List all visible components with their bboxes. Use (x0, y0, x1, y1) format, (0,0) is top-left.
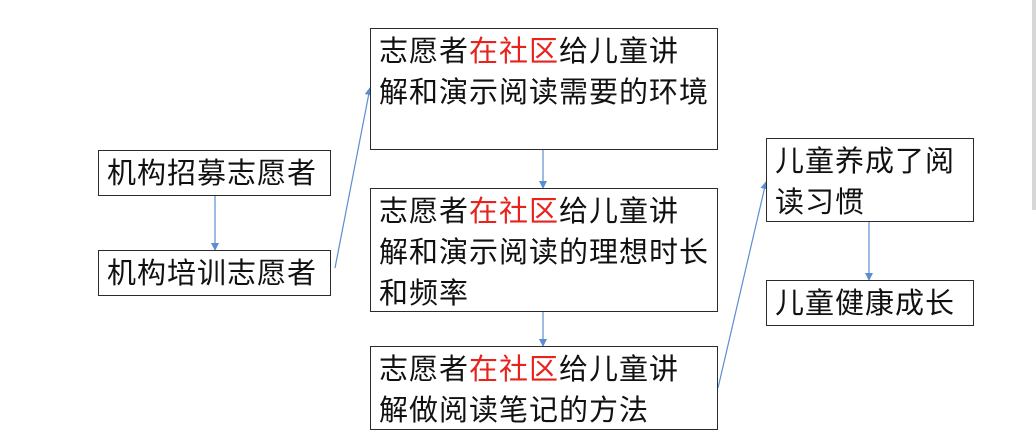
right-edge-divider (1032, 0, 1036, 210)
node-explain-duration-frequency: 志愿者在社区给儿童讲解和演示阅读的理想时长和频率 (370, 188, 718, 312)
node-recruit-volunteers: 机构招募志愿者 (98, 150, 331, 196)
node-time-label-highlight: 在社区 (469, 194, 560, 228)
node-env-label-pre: 志愿者 (379, 34, 470, 68)
node-reading-habit: 儿童养成了阅读习惯 (766, 138, 974, 222)
node-notes-label-pre: 志愿者 (379, 352, 470, 386)
node-time-label-post: 给儿童讲解和演示阅读的理想时长和频率 (379, 194, 710, 310)
node-train-volunteers: 机构培训志愿者 (98, 250, 331, 296)
node-train-label: 机构培训志愿者 (107, 255, 318, 290)
node-env-label-post: 给儿童讲解和演示阅读需要的环境 (379, 34, 710, 109)
node-habit-label: 儿童养成了阅读习惯 (775, 144, 956, 219)
node-explain-environment: 志愿者在社区给儿童讲解和演示阅读需要的环境 (370, 28, 718, 150)
node-env-label-highlight: 在社区 (469, 34, 560, 68)
node-time-label-pre: 志愿者 (379, 194, 470, 228)
node-recruit-label: 机构招募志愿者 (107, 155, 318, 190)
node-explain-note-taking: 志愿者在社区给儿童讲解做阅读笔记的方法 (370, 346, 718, 430)
arrow-notes-to-habit (717, 181, 769, 389)
node-notes-label-post: 给儿童讲解做阅读笔记的方法 (379, 352, 680, 427)
node-growth-label: 儿童健康成长 (775, 285, 956, 320)
node-healthy-growth: 儿童健康成长 (766, 280, 974, 326)
node-notes-label-highlight: 在社区 (469, 352, 560, 386)
arrow-train-to-env (334, 87, 373, 269)
